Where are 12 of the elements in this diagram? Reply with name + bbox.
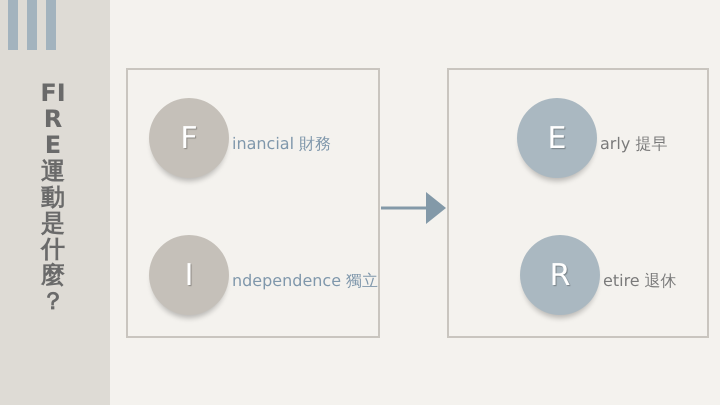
panel-box — [447, 68, 709, 338]
panel-box — [126, 68, 380, 338]
label-text: arly 提早 — [600, 134, 668, 155]
label-text: ndependence 獨立 — [232, 271, 378, 292]
title: FIRE運動是什麼？ — [39, 80, 67, 314]
letter-circle: F — [149, 98, 229, 178]
letter-circle: E — [517, 98, 597, 178]
letter-circle: R — [520, 235, 600, 315]
letter-circle: I — [149, 235, 229, 315]
label-text: etire 退休 — [603, 271, 677, 292]
arrow — [381, 192, 446, 224]
label-text: inancial 財務 — [232, 134, 332, 155]
